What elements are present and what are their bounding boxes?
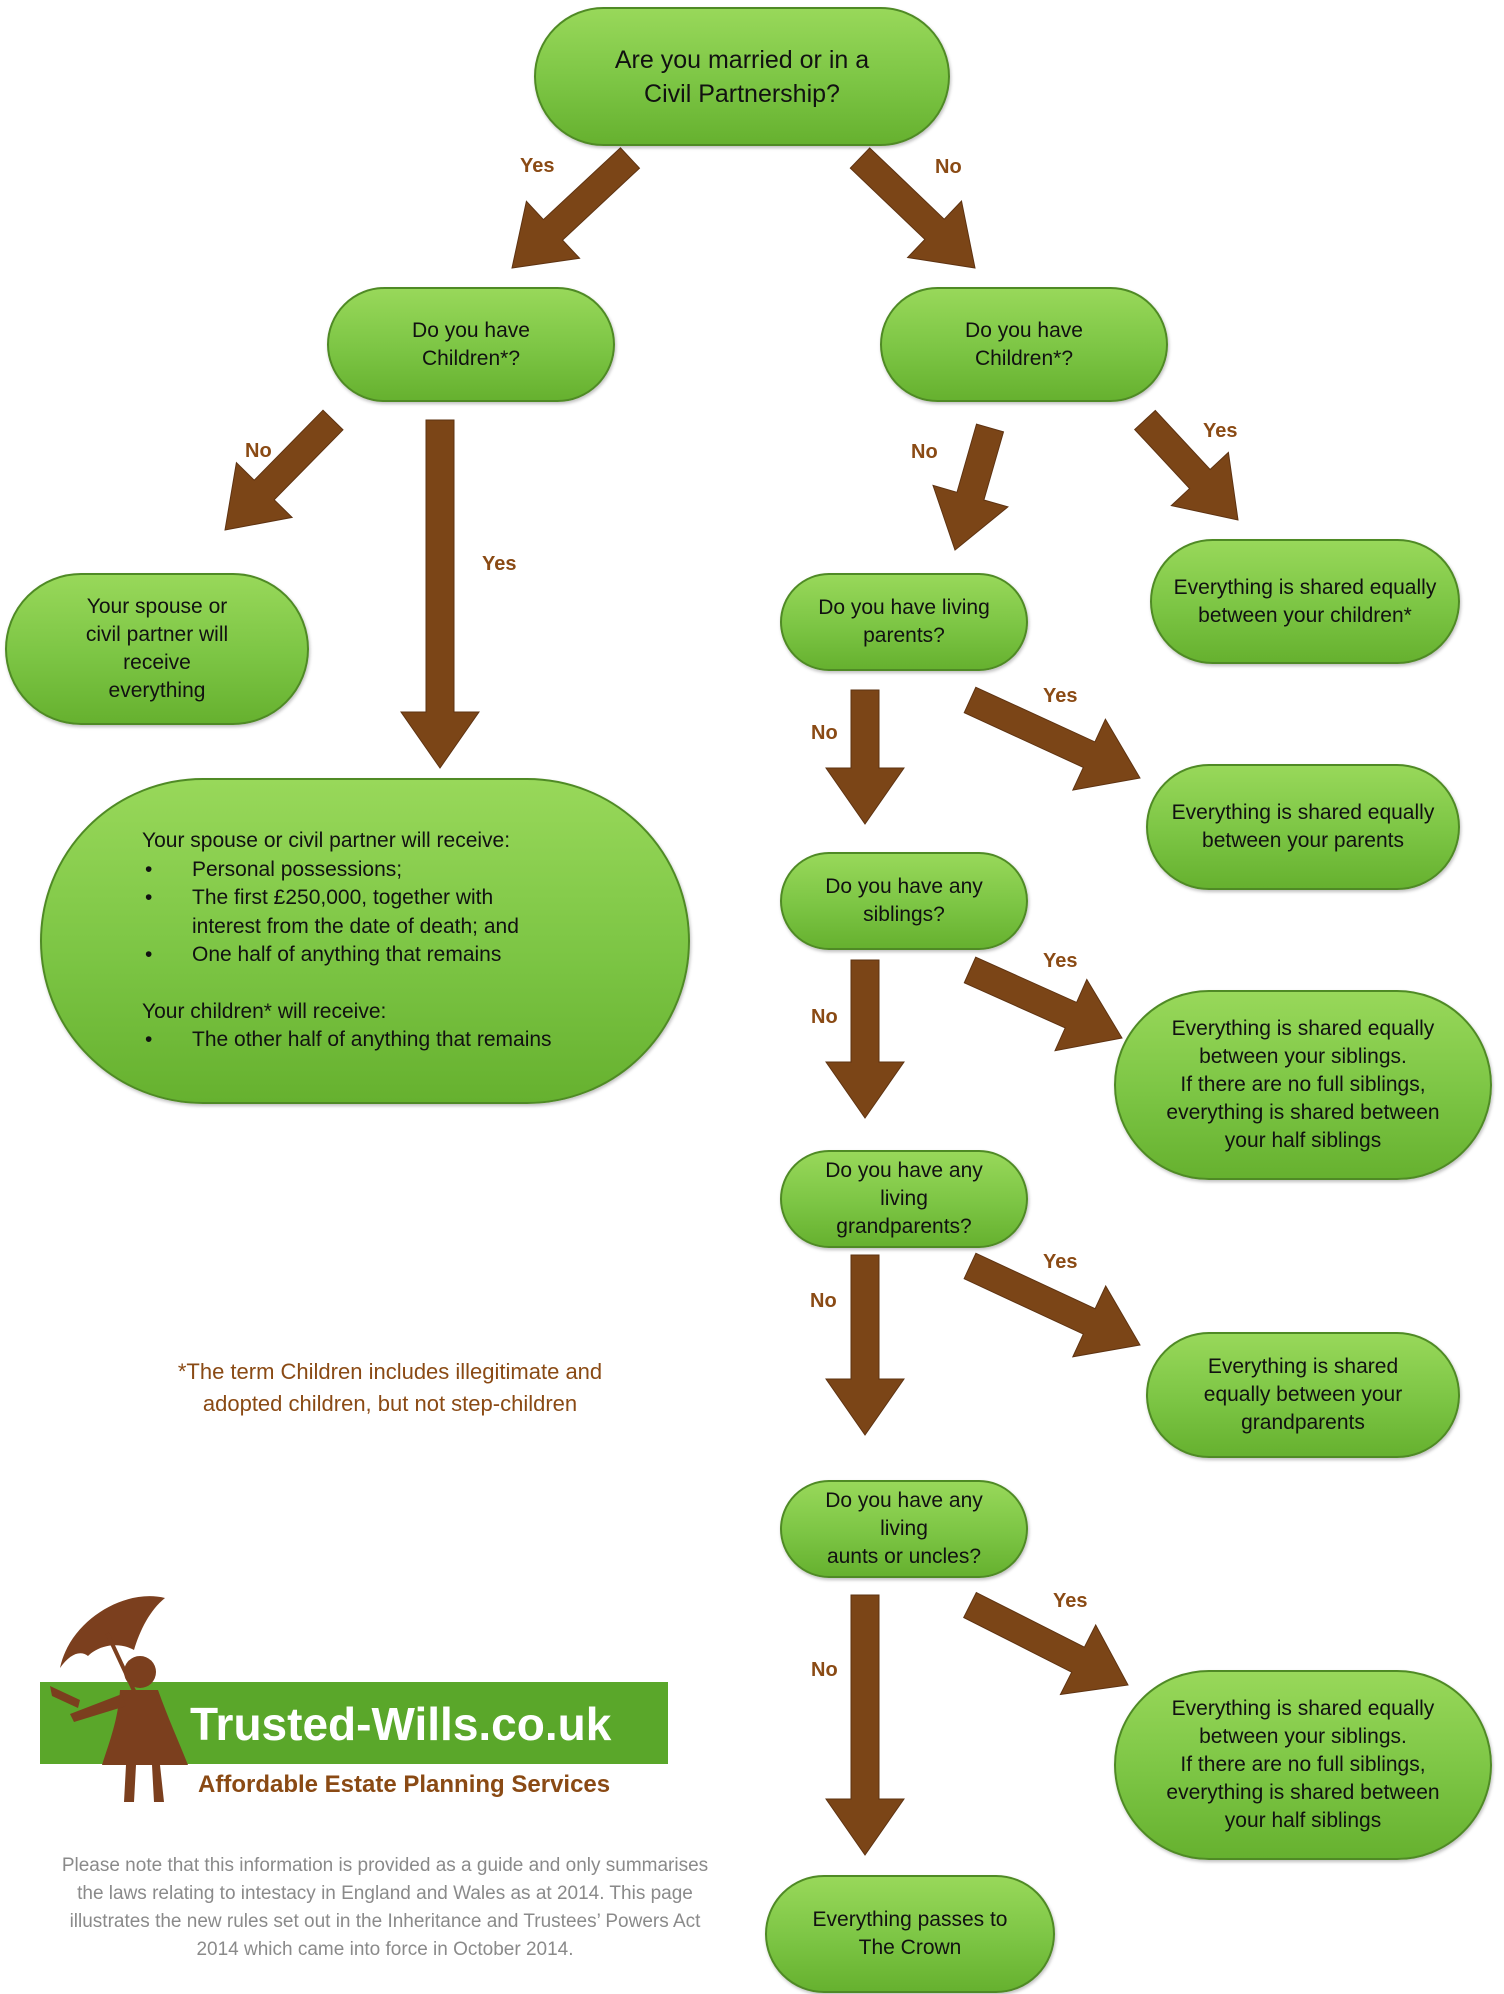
question-siblings: Do you have any siblings?: [780, 852, 1028, 950]
label-yes-married: Yes: [520, 155, 555, 177]
label-no-parents: No: [811, 722, 838, 744]
question-children-single: Do you have Children*?: [880, 287, 1168, 402]
label-no-children-single: No: [911, 441, 938, 463]
result-split-estate: Your spouse or civil partner will receiv…: [40, 778, 690, 1104]
label-no-siblings: No: [811, 1006, 838, 1028]
logo-tagline: Affordable Estate Planning Services: [198, 1771, 610, 1798]
spouse-list: Personal possessions; The first £250,000…: [142, 856, 552, 970]
result-children-equal: Everything is shared equally between you…: [1150, 539, 1460, 664]
arrow-grandparents-yes: [963, 1252, 1141, 1358]
label-yes-siblings: Yes: [1043, 950, 1078, 972]
arrow-aunts-yes: [963, 1591, 1129, 1696]
arrow-married-yes: [511, 147, 641, 269]
spouse-heading: Your spouse or civil partner will receiv…: [142, 829, 511, 853]
result-siblings: Everything is shared equally between you…: [1114, 990, 1492, 1180]
label-yes-parents: Yes: [1043, 685, 1078, 707]
children-heading: Your children* will receive:: [142, 999, 387, 1023]
result-aunts-uncles: Everything is shared equally between you…: [1114, 1670, 1492, 1860]
label-no-children-married: No: [245, 440, 272, 462]
question-grandparents: Do you have any living grandparents?: [780, 1150, 1028, 1248]
children-list: The other half of anything that remains: [142, 1026, 552, 1055]
label-yes-children-married: Yes: [482, 553, 517, 575]
arrow-children-married-no: [224, 409, 344, 531]
arrow-children-single-yes: [1133, 409, 1239, 521]
question-parents: Do you have living parents?: [780, 573, 1028, 671]
label-no-aunts: No: [811, 1659, 838, 1681]
question-married: Are you married or in a Civil Partnershi…: [534, 7, 950, 146]
list-item: The other half of anything that remains: [142, 1026, 552, 1055]
label-yes-children-single: Yes: [1203, 420, 1238, 442]
label-no-grandparents: No: [810, 1290, 837, 1312]
arrow-parents-no: [825, 689, 905, 825]
label-no-married: No: [935, 156, 962, 178]
label-yes-grandparents: Yes: [1043, 1251, 1078, 1273]
arrow-parents-yes: [963, 686, 1141, 791]
arrow-grandparents-no: [825, 1254, 905, 1436]
result-parents: Everything is shared equally between you…: [1146, 764, 1460, 890]
arrow-aunts-no: [825, 1594, 905, 1856]
arrow-siblings-no: [825, 959, 905, 1119]
arrow-children-married-yes: [400, 419, 480, 769]
label-yes-aunts: Yes: [1053, 1590, 1088, 1612]
result-spouse-everything: Your spouse or civil partner will receiv…: [5, 573, 309, 725]
list-item: One half of anything that remains: [142, 941, 552, 970]
result-grandparents: Everything is shared equally between you…: [1146, 1332, 1460, 1458]
umbrella-girl-icon: [50, 1596, 188, 1802]
logo-wordmark: Trusted-Wills.co.uk: [190, 1698, 612, 1750]
result-crown: Everything passes to The Crown: [765, 1875, 1055, 1993]
question-children-married: Do you have Children*?: [327, 287, 615, 402]
footnote: *The term Children includes illegitimate…: [177, 1359, 603, 1416]
trusted-wills-logo: Trusted-Wills.co.uk Affordable Estate Pl…: [40, 1596, 668, 1802]
list-item: The first £250,000, together with intere…: [142, 884, 552, 941]
arrow-children-single-no: [932, 423, 1009, 551]
list-item: Personal possessions;: [142, 856, 552, 885]
arrow-siblings-yes: [963, 956, 1123, 1052]
disclaimer: Please note that this information is pro…: [61, 1855, 709, 1960]
arrow-married-no: [849, 147, 976, 269]
question-aunts-uncles: Do you have any living aunts or uncles?: [780, 1480, 1028, 1578]
